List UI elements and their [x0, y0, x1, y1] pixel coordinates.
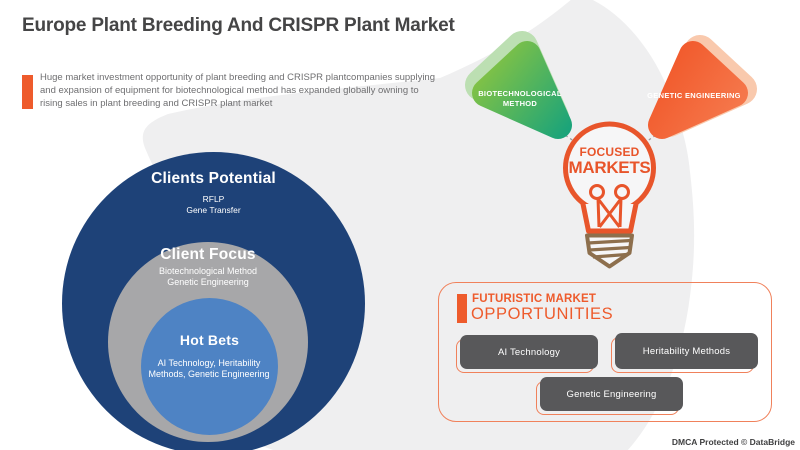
opportunity-chip-heritability-methods: Heritability Methods: [611, 333, 758, 373]
orange-leaf-label: GENETIC ENGINEERING: [647, 91, 741, 100]
copyright-text: DMCA Protected © DataBridge: [671, 437, 795, 447]
bulb-base-stripes: [587, 238, 632, 259]
orange-leaf-shape: [648, 41, 748, 139]
opportunity-chip-genetic-engineering: Genetic Engineering: [536, 377, 683, 415]
middle-circle-item: Genetic Engineering: [167, 276, 249, 287]
green-leaf-label: BIOTECHNOLOGICAL METHOD: [478, 89, 562, 108]
middle-circle-items: Biotechnological Method Genetic Engineer…: [108, 266, 308, 287]
inner-circle-title: Hot Bets: [179, 332, 240, 348]
green-leaf-shape: [472, 41, 572, 139]
description-accent-bar: [22, 75, 33, 109]
outer-circle-item: Gene Transfer: [186, 205, 241, 215]
inner-circle-items: AI Technology, Heritability Methods, Gen…: [148, 358, 270, 379]
focused-markets-label: FOCUSED MARKETS: [549, 145, 670, 177]
description-text: Huge market investment opportunity of pl…: [40, 72, 436, 109]
focused-markets-line2: MARKETS: [568, 158, 651, 177]
outer-circle-items: RFLP Gene Transfer: [62, 194, 365, 216]
outer-circle-title: Clients Potential: [151, 170, 276, 187]
opportunity-chip-ai-technology: AI Technology: [456, 335, 598, 373]
bulb-filament: [589, 184, 630, 228]
opportunities-panel: FUTURISTIC MARKET OPPORTUNITIES AI Techn…: [438, 282, 772, 422]
panel-heading-line2: OPPORTUNITIES: [471, 305, 614, 323]
middle-circle-item: Biotechnological Method: [158, 266, 258, 276]
bulb-neck: [580, 201, 639, 234]
chip-label: Heritability Methods: [615, 333, 758, 369]
focused-markets-line1: FOCUSED: [579, 145, 640, 159]
page-title: Europe Plant Breeding And CRISPR Plant M…: [22, 15, 455, 36]
chip-label: AI Technology: [460, 335, 598, 369]
panel-accent-bar: [457, 294, 467, 323]
panel-heading-line1: FUTURISTIC MARKET: [472, 293, 597, 305]
outer-circle-item: RFLP: [202, 194, 225, 204]
inner-circle-hot-bets: Hot Bets AI Technology, Heritability Met…: [141, 298, 278, 435]
chip-label: Genetic Engineering: [540, 377, 683, 411]
middle-circle-title: Client Focus: [160, 246, 256, 263]
